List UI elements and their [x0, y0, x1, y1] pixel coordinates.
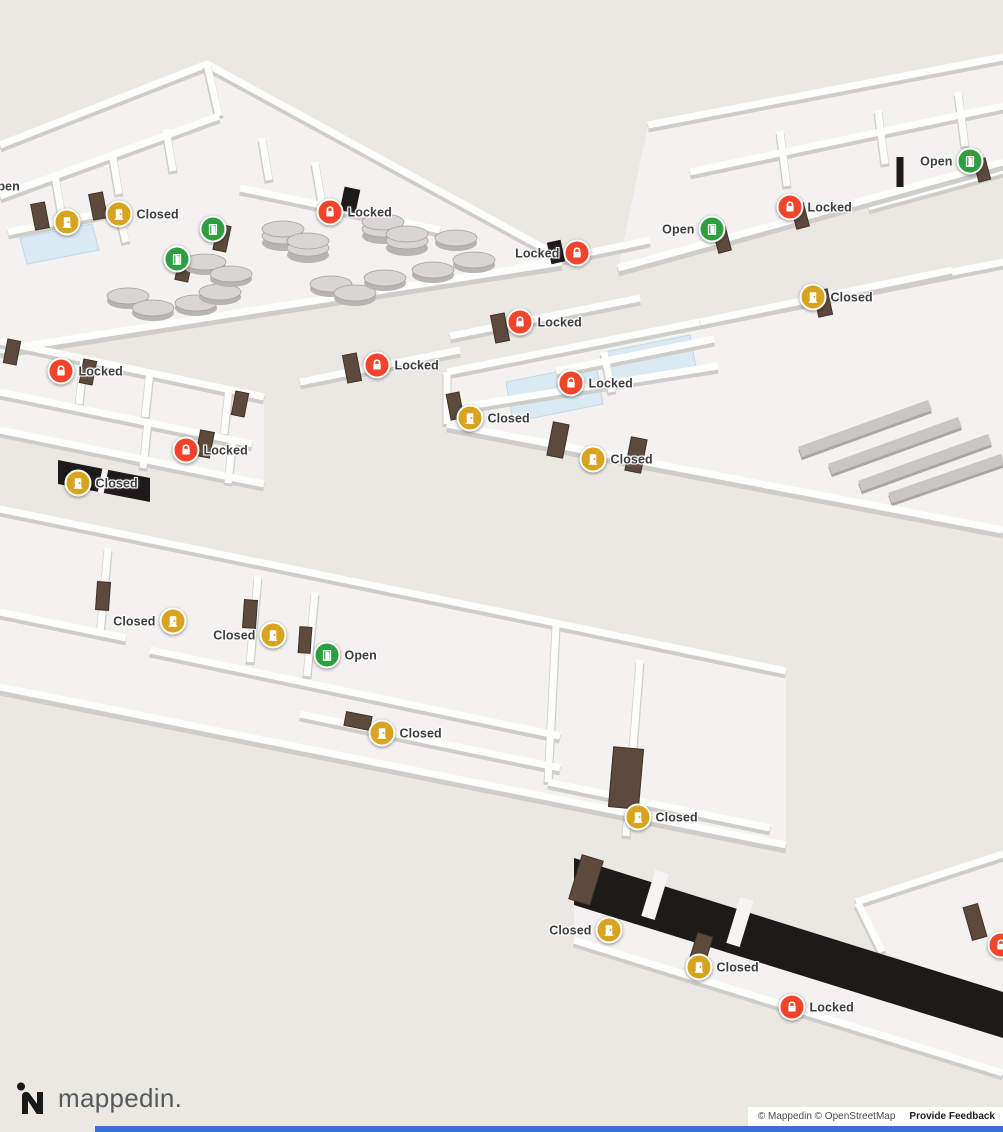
floor-bottom-right-strip — [574, 905, 1003, 1075]
door-status-label: Closed — [213, 628, 256, 642]
lock-icon — [363, 351, 391, 379]
door-marker-closed[interactable]: Closed — [456, 404, 530, 432]
door-marker-closed[interactable]: Closed — [64, 469, 138, 497]
door-marker-closed[interactable]: Closed — [105, 200, 179, 228]
dark-doorway — [339, 186, 361, 214]
door-marker-closed[interactable]: Closed — [685, 953, 759, 981]
storefront-band — [574, 858, 1003, 1038]
door-marker-open[interactable]: Open — [662, 215, 726, 243]
lock-icon — [557, 369, 585, 397]
door-status-label: Open — [344, 648, 377, 662]
door-status-label: Locked — [347, 205, 392, 219]
door-open-icon — [163, 245, 191, 273]
door-marker-closed[interactable]: Closed — [549, 916, 623, 944]
dark-doorway — [546, 239, 566, 265]
mappedin-logo-icon — [17, 1082, 43, 1114]
door-closed-icon — [64, 469, 92, 497]
door-closed-icon — [579, 445, 607, 473]
door-status-label: Locked — [807, 200, 852, 214]
door-status-label: Closed — [95, 476, 138, 490]
mappedin-logo-text: mappedin. — [58, 1082, 183, 1113]
door-marker-locked[interactable]: Locked — [557, 369, 633, 397]
lock-icon — [316, 198, 344, 226]
door-marker-open[interactable] — [163, 245, 191, 273]
door-marker-closed[interactable] — [53, 208, 81, 236]
lock-icon — [47, 357, 75, 385]
lock-icon — [172, 436, 200, 464]
door-marker-open[interactable]: Open — [313, 641, 377, 669]
door-marker-locked[interactable]: Locked — [778, 993, 854, 1021]
floor-lower-main — [0, 509, 786, 845]
door-open-icon — [313, 641, 341, 669]
door-marker-locked[interactable]: Locked — [363, 351, 439, 379]
door-status-label: Locked — [394, 358, 439, 372]
door-status-label: Closed — [830, 290, 873, 304]
door-status-label: Closed — [487, 411, 530, 425]
storefront-pillar — [726, 897, 754, 947]
door-marker-open[interactable]: Open — [920, 147, 984, 175]
door-marker-closed[interactable]: Closed — [799, 283, 873, 311]
door-marker-locked[interactable]: Locked — [172, 436, 248, 464]
door-status-label: Closed — [655, 810, 698, 824]
door-marker-locked[interactable]: Locked — [316, 198, 392, 226]
door-marker-closed[interactable]: Closed — [213, 621, 287, 649]
door-closed-icon — [368, 719, 396, 747]
provide-feedback-link[interactable]: Provide Feedback — [909, 1111, 995, 1122]
door-marker-open[interactable] — [199, 215, 227, 243]
door-status-label: Locked — [78, 364, 123, 378]
lock-icon — [987, 931, 1003, 959]
door-closed-icon — [456, 404, 484, 432]
map-attribution: © Mappedin © OpenStreetMap Provide Feedb… — [747, 1107, 1003, 1126]
lock-icon — [778, 993, 806, 1021]
door-marker-closed[interactable]: Closed — [579, 445, 653, 473]
dark-pillar — [896, 157, 904, 187]
door-closed-icon — [685, 953, 713, 981]
floor-upper-right — [618, 57, 1003, 268]
round-tables — [106, 213, 496, 321]
door-closed-icon — [799, 283, 827, 311]
door-marker-locked[interactable]: Locked — [515, 239, 591, 267]
door-open-icon — [956, 147, 984, 175]
door-status-label: Closed — [113, 614, 156, 628]
bottom-blue-bar — [95, 1126, 1003, 1132]
door-status-label: Closed — [136, 207, 179, 221]
door-closed-icon — [624, 803, 652, 831]
door-status-label: Locked — [515, 246, 560, 260]
door-closed-icon — [259, 621, 287, 649]
lock-icon — [506, 308, 534, 336]
door-closed-icon — [159, 607, 187, 635]
door-closed-icon — [595, 916, 623, 944]
mappedin-logo[interactable]: mappedin. — [16, 1080, 182, 1116]
door-marker-locked[interactable]: Locked — [506, 308, 582, 336]
door-marker-closed[interactable]: Closed — [368, 719, 442, 747]
door-marker-locked[interactable]: Locked — [776, 193, 852, 221]
attribution-text: © Mappedin © OpenStreetMap — [757, 1111, 896, 1122]
door-status-label: Locked — [809, 1000, 854, 1014]
door-open-icon — [199, 215, 227, 243]
lock-icon — [563, 239, 591, 267]
door-closed-icon — [53, 208, 81, 236]
door-closed-icon — [105, 200, 133, 228]
door-status-label: Locked — [203, 443, 248, 457]
door-marker-locked[interactable]: Locked — [987, 931, 1003, 959]
storefront-pillar — [641, 870, 669, 920]
door-status-label: Closed — [610, 452, 653, 466]
door-status-label: Locked — [588, 376, 633, 390]
door-status-label: Open — [662, 222, 695, 236]
door-status-label: Closed — [716, 960, 759, 974]
door-status-label: Open — [0, 179, 20, 193]
door-status-label: Closed — [549, 923, 592, 937]
door-status-label: Closed — [399, 726, 442, 740]
door-open-icon — [698, 215, 726, 243]
door-status-label: Open — [920, 154, 953, 168]
door-marker-locked[interactable]: Locked — [47, 357, 123, 385]
bench-rows — [798, 399, 1003, 507]
door-marker-closed[interactable]: Closed — [624, 803, 698, 831]
door-marker-closed[interactable]: Closed — [113, 607, 187, 635]
door-status-label: Locked — [537, 315, 582, 329]
lock-icon — [776, 193, 804, 221]
